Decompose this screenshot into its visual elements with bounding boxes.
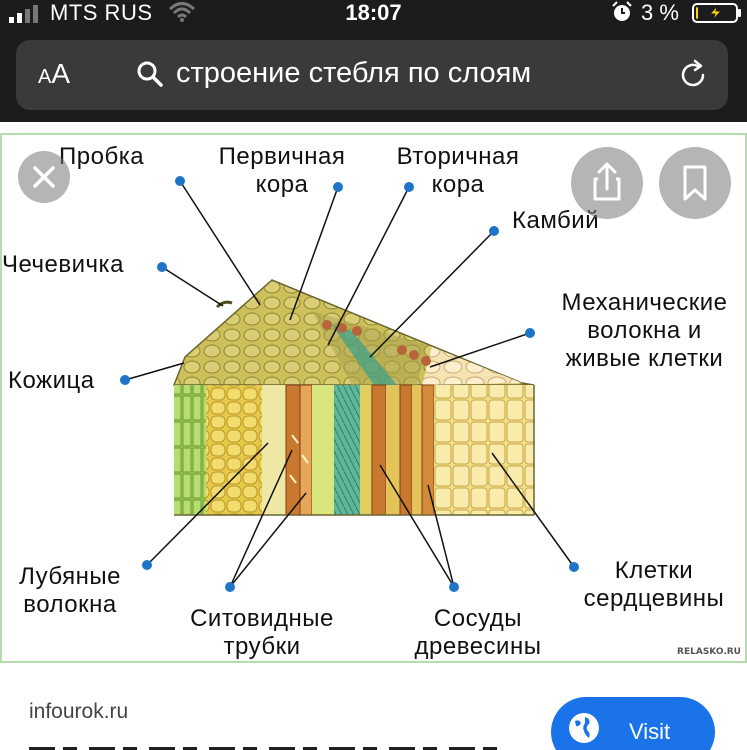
wood-layer [360,385,372,515]
label-vessels: Сосуды древесины [396,605,560,661]
label-bast-line2: волокна [23,591,117,618]
close-button[interactable] [18,151,70,203]
share-icon [593,162,621,201]
wifi-icon [168,2,196,22]
globe-icon [569,713,599,743]
status-time: 18:07 [345,0,402,25]
label-sieve: Ситовидные трубки [172,605,352,661]
top-cell [409,350,419,360]
wood-layer [386,385,400,515]
bast-fibre-layer [262,385,286,515]
wood-vessel [421,384,435,516]
text-size-button[interactable]: AA [38,58,71,89]
label-pith-line1: Клетки [614,557,694,584]
search-query[interactable]: строение стебля по слоям [176,57,532,89]
pointer-lines [124,180,575,588]
pith-layer [434,385,534,515]
wood-layer [412,385,422,515]
label-mechanical: Механические волокна и живые клетки [542,289,747,373]
label-vessels-line1: Сосуды [433,605,523,632]
reload-icon[interactable] [676,58,710,92]
search-icon [137,61,163,87]
label-primary-cortex-line1: Первичная [218,143,346,170]
status-bar: MTS RUS 18:07 3 % [0,0,747,28]
signal-icon [9,5,38,23]
label-mechanical-line1: Механические [561,289,728,316]
lenticel-mark [215,300,233,309]
browser-chrome: MTS RUS 18:07 3 % AA строение стебля по … [0,0,747,122]
watermark: RELASKO.RU [677,647,741,657]
label-secondary-cortex: Вторичная кора [382,143,534,199]
label-mechanical-line2: волокна и [587,317,702,344]
label-cork: Пробка [59,143,145,170]
pith-top-face [422,347,522,385]
source-domain[interactable]: infourok.ru [29,700,129,723]
bark-layer [312,385,334,515]
skin-layer [174,385,206,515]
battery-percent: 3 % [641,0,679,25]
label-lenticel: Чечевичка [2,251,124,278]
battery-icon [692,3,741,23]
label-primary-cortex-line2: кора [255,171,309,198]
block-outline [174,385,535,516]
sieve-plate [289,434,309,484]
stem-diagram [120,176,579,592]
visit-label: Visit [629,719,671,744]
top-cell [322,320,332,330]
label-pith-line2: сердцевины [583,585,725,612]
top-cell [421,356,431,366]
label-sieve-line2: трубки [223,633,301,660]
top-cell [352,326,362,336]
label-pith: Клетки сердцевины [564,557,744,613]
carrier-name: MTS RUS [50,0,153,25]
save-button[interactable] [659,147,731,219]
bookmark-icon [683,165,707,201]
label-secondary-cortex-line2: кора [431,171,485,198]
sieve-tube [299,384,313,516]
primary-cortex-layer [206,385,262,515]
label-primary-cortex: Первичная кора [204,143,360,199]
share-button[interactable] [571,147,643,219]
image-viewer: Пробка Первичная кора Вторичная кора Кам… [0,133,747,663]
label-secondary-cortex-line1: Вторичная [396,143,520,170]
cambium-layer [334,385,360,515]
pointer-dots [120,176,579,592]
alarm-icon [612,1,632,21]
close-icon [33,166,55,188]
label-bast: Лубяные волокна [6,563,134,619]
cambium-top-band [332,325,397,385]
address-bar[interactable]: AA строение стебля по слоям [16,40,728,110]
wood-vessel [371,384,387,516]
result-title-cropped [29,744,499,750]
label-bast-line1: Лубяные [19,563,121,590]
top-cell [397,345,407,355]
label-skin: Кожица [8,367,95,394]
visit-button[interactable]: Visit [551,697,715,750]
sieve-tube [285,384,301,516]
label-mechanical-line3: живые клетки [565,345,724,372]
label-vessels-line2: древесины [414,633,542,660]
top-cell [337,323,347,333]
label-sieve-line1: Ситовидные [190,605,334,632]
wood-vessel [399,384,413,516]
